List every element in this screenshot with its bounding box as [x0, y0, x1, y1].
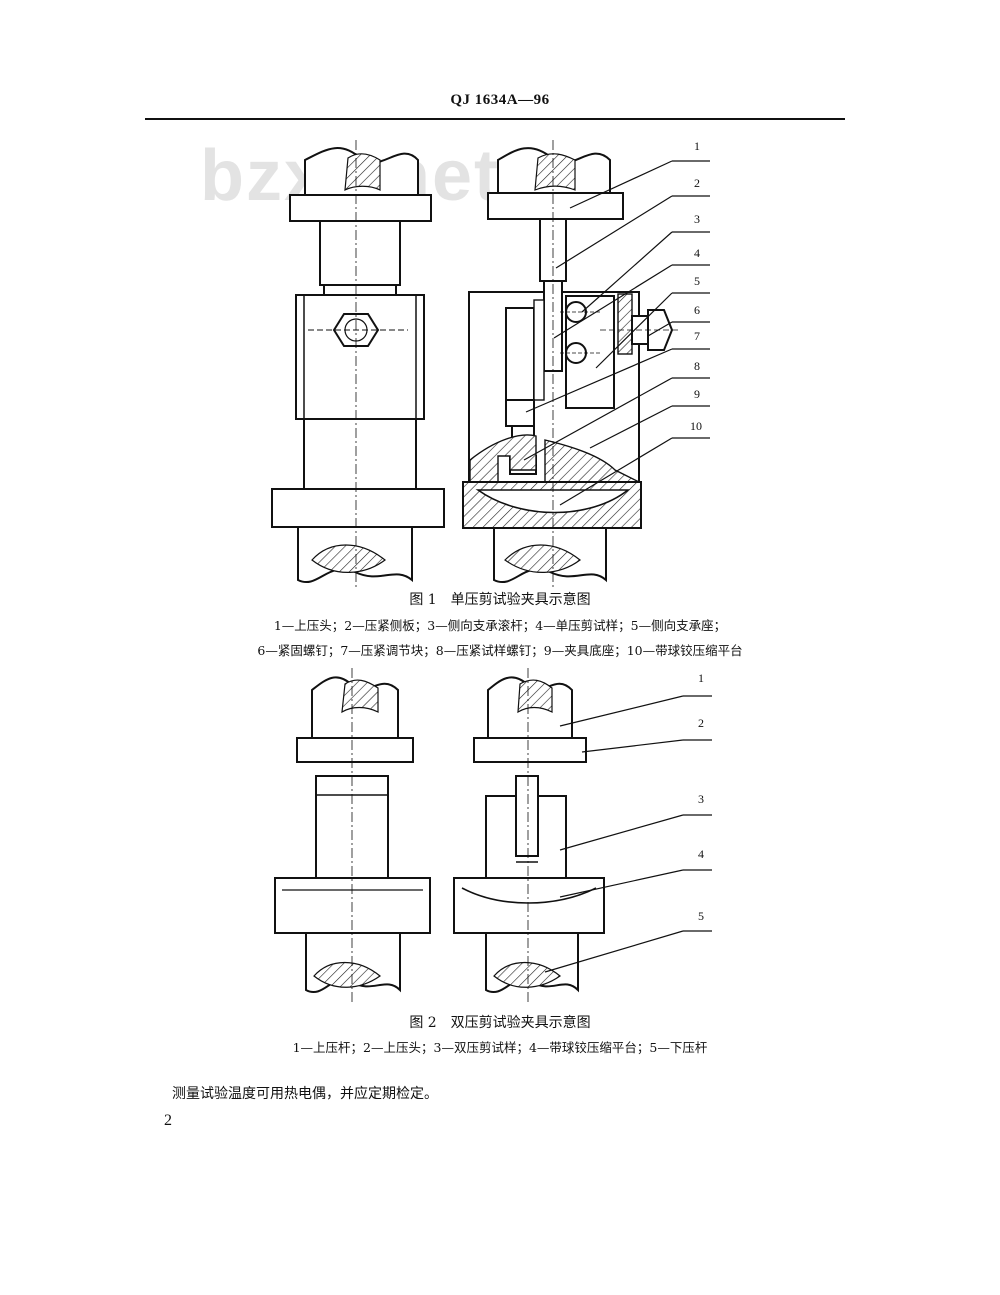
figure1-legend-line1: 1—上压头；2—压紧侧板；3—侧向支承滚杆；4—单压剪试样；5—侧向支承座；: [273, 618, 727, 633]
fig2-callout-numbers: 1 2 3 4 5: [698, 671, 704, 923]
fig1-callout-3: 3: [694, 212, 700, 226]
fig2-callout-2: 2: [698, 716, 704, 730]
figure1-legend-line2: 6—紧固螺钉；7—压紧调节块；8—压紧试样螺钉；9—夹具底座；10—带球铰压缩平…: [257, 643, 743, 658]
fig1-right-view: [462, 140, 680, 590]
figure2-caption: 图 2 双压剪试验夹具示意图: [409, 1015, 591, 1031]
fig2-leader-lines: [544, 695, 712, 973]
fig2-right-view: [453, 668, 605, 1004]
fig2-left-view: [274, 668, 431, 1004]
fig2-callout-4: 4: [698, 847, 704, 861]
fig1-callout-9: 9: [694, 387, 700, 401]
fig1-callout-8: 8: [694, 359, 700, 373]
figure1-caption: 图 1 单压剪试验夹具示意图: [409, 592, 591, 608]
fig1-callout-2: 2: [694, 176, 700, 190]
fig1-left-view: [271, 140, 445, 590]
fig1-callout-6: 6: [694, 303, 700, 317]
fig2-callout-5: 5: [698, 909, 704, 923]
body-paragraph: 测量试验温度可用热电偶，并应定期检定。: [172, 1086, 438, 1102]
fig1-callout-10: 10: [690, 419, 702, 433]
figure2-legend: 1—上压杆；2—上压头；3—双压剪试样；4—带球铰压缩平台；5—下压杆: [292, 1040, 708, 1055]
fig2-callout-1: 1: [698, 671, 704, 685]
fig1-callout-7: 7: [694, 329, 700, 343]
fig1-callout-1: 1: [694, 139, 700, 153]
page-number: 2: [164, 1112, 172, 1129]
fig2-callout-3: 3: [698, 792, 704, 806]
fig1-callout-4: 4: [694, 246, 700, 260]
fig1-leader-lines: [523, 160, 710, 506]
fig1-callout-5: 5: [694, 274, 700, 288]
header-rule: [145, 118, 845, 120]
document-code-header: QJ 1634A—96: [450, 92, 550, 108]
fig1-callout-numbers: 1 2 3 4 5 6 7 8 9 10: [690, 139, 702, 433]
